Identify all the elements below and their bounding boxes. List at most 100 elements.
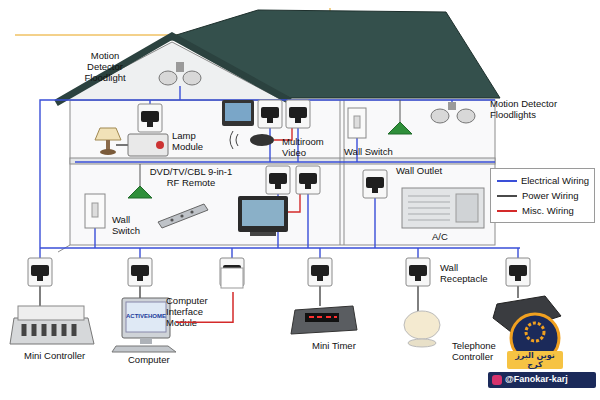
wall-outlet	[308, 258, 332, 286]
lamp-base	[408, 339, 436, 347]
device-node: Mini Controller	[10, 304, 94, 348]
free-label: @Fanokar-karj	[505, 374, 595, 384]
floodlight-head	[159, 71, 177, 85]
device-label: Wall Outlet	[396, 165, 466, 176]
legend-row: Misc. Wiring	[496, 203, 589, 218]
legend-row: Power Wiring	[496, 188, 589, 203]
wall-outlet	[406, 258, 430, 286]
tv-screen	[225, 103, 251, 121]
legend-line	[497, 180, 517, 182]
legend-row: Electrical Wiring	[496, 173, 589, 188]
device-node: Computer Interface Module	[218, 258, 248, 292]
device-label: Wall Switch	[112, 214, 152, 236]
wall-outlet	[28, 258, 52, 286]
wall-switch	[85, 194, 105, 228]
radio-waves	[230, 131, 238, 149]
keyboard	[112, 346, 176, 352]
wall-outlet	[258, 100, 282, 128]
device-label: Mini Timer	[312, 340, 372, 351]
instagram-icon	[492, 375, 502, 385]
legend-swatch	[496, 192, 518, 200]
tv-set	[222, 100, 254, 126]
logo-gear	[526, 323, 544, 341]
pendant-lamp	[388, 122, 412, 134]
floodlight-bracket	[176, 62, 184, 72]
wall-outlet	[138, 104, 162, 132]
legend-swatch	[496, 207, 518, 215]
device-node: Wall Switch	[83, 192, 107, 232]
device-label: Mini Controller	[24, 350, 104, 361]
switch-toggle	[354, 116, 360, 128]
device-node: Telephone Controller	[493, 294, 561, 334]
house-floor	[70, 158, 495, 164]
floodlight-bracket	[448, 102, 456, 110]
legend-swatch	[496, 177, 517, 185]
device-node: Wall Receptacle	[404, 257, 432, 289]
mini-timer	[291, 306, 357, 334]
house-wall	[70, 100, 495, 245]
monitor-stand	[140, 338, 152, 344]
device-label: Computer	[128, 354, 188, 365]
free-label: نوین البرز کرج	[507, 351, 563, 369]
device-node: Motion Detector Floodlight	[158, 62, 202, 88]
wall-switch	[348, 108, 366, 138]
watermark-strip	[488, 372, 596, 388]
device-node: Lamp Module	[128, 134, 168, 156]
tv-stand	[250, 232, 276, 236]
floodlight-head	[457, 109, 475, 123]
device-node: Mini Timer	[291, 302, 357, 334]
table-lamp-base	[100, 149, 116, 155]
tv-screen	[242, 200, 284, 226]
wall-outlet	[128, 258, 152, 286]
roof-edge	[56, 36, 290, 103]
device-label: Motion Detector Floodlight	[76, 50, 134, 83]
switch-toggle	[92, 203, 98, 217]
table-lamp-stem	[106, 140, 110, 150]
legend-line	[497, 210, 517, 212]
device-node: DVD/TV/CBL 9-in-1 RF Remote	[156, 200, 208, 226]
pendant-cord	[140, 164, 141, 186]
wall-outlet	[296, 166, 320, 194]
controller-buttons	[24, 324, 74, 336]
computer-screen	[126, 302, 166, 332]
timer-display	[305, 313, 339, 322]
controller-panel	[18, 306, 84, 320]
device-label: A/C	[432, 231, 462, 242]
remote-button	[180, 214, 183, 217]
device-node: Wall Switch	[346, 106, 368, 140]
floodlight-head	[431, 109, 449, 123]
legend-line	[497, 195, 517, 197]
legend-box: Electrical WiringPower WiringMisc. Wirin…	[490, 168, 595, 223]
air-conditioner	[402, 188, 484, 228]
misc-wire-connector	[176, 292, 233, 322]
ac-panel	[456, 194, 478, 222]
remote-button	[170, 218, 173, 221]
device-label: Telephone Controller	[452, 340, 512, 362]
partition-wall	[340, 100, 341, 245]
wall-outlet	[363, 170, 387, 198]
remote-button	[190, 210, 193, 213]
tv-set	[238, 196, 288, 232]
lamp-module	[128, 134, 168, 156]
legend-text: Power Wiring	[522, 190, 579, 201]
device-node: Multiroom Video	[220, 98, 278, 150]
device-node: Wall Outlet	[361, 168, 389, 200]
wall-outlet	[286, 100, 310, 128]
legend-text: Electrical Wiring	[521, 175, 589, 186]
electrical-wiring	[40, 86, 520, 258]
device-label: Motion Detector Floodlights	[490, 98, 570, 120]
floodlight-head	[183, 71, 201, 85]
gable-wall	[62, 42, 282, 100]
device-label: DVD/TV/CBL 9-in-1 RF Remote	[148, 166, 234, 188]
device-label: Wall Switch	[344, 146, 404, 157]
device-node: Motion Detector Floodlights	[430, 100, 476, 126]
power-wiring	[40, 145, 518, 311]
device-label: Multiroom Video	[282, 136, 334, 158]
lamp-module-dial	[156, 141, 164, 149]
mini-controller	[10, 318, 94, 344]
device-label: Lamp Module	[172, 130, 212, 152]
timer-digits	[309, 316, 337, 318]
video-sender	[250, 134, 274, 146]
